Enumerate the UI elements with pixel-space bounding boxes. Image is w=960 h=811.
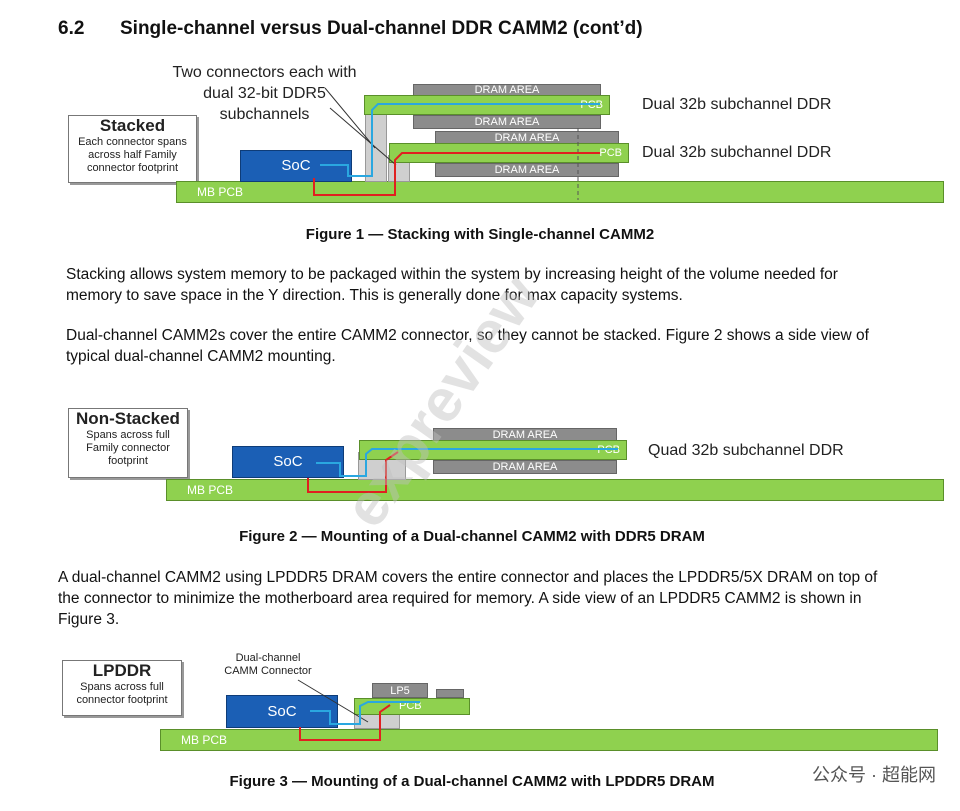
fig3-box-title: LPDDR	[92, 661, 152, 680]
section-title: Single-channel versus Dual-channel DDR C…	[120, 18, 643, 39]
fig2-box-subtitle: Spans across full Family connector footp…	[86, 429, 170, 467]
fig1-connector-upper	[365, 104, 387, 182]
section-number: 6.2	[58, 18, 85, 39]
fig1-box-title: Stacked	[99, 116, 166, 135]
fig2-mb-pcb: MB PCB	[166, 479, 944, 501]
fig3-pcb: PCB	[354, 698, 470, 715]
figure-1-caption: Figure 1 — Stacking with Single-channel …	[305, 226, 655, 243]
fig1-lower-pcb: PCB	[389, 143, 629, 163]
figure-3-caption: Figure 3 — Mounting of a Dual-channel CA…	[229, 773, 715, 790]
fig1-dram-area-4: DRAM AREA	[435, 163, 619, 177]
fig3-box-subtitle: Spans across full connector footprint	[76, 681, 168, 706]
paragraph-lpddr5: A dual-channel CAMM2 using LPDDR5 DRAM c…	[58, 569, 878, 628]
fig3-mb-pcb: MB PCB	[160, 729, 938, 751]
fig1-upper-pcb: PCB	[364, 95, 610, 115]
footer-watermark: 公众号 · 超能网	[812, 765, 936, 785]
paragraph-stacking: Stacking allows system memory to be pack…	[66, 266, 838, 304]
fig1-dram-area-2: DRAM AREA	[413, 115, 601, 129]
figure-2-caption: Figure 2 — Mounting of a Dual-channel CA…	[239, 528, 705, 545]
fig2-nonstacked-box: Non-Stacked Spans across full Family con…	[68, 408, 188, 478]
fig1-soc: SoC	[240, 150, 352, 182]
fig1-stacked-box: Stacked Each connector spans across half…	[68, 115, 197, 183]
fig3-soc: SoC	[226, 695, 338, 728]
paragraph-dual-channel: Dual-channel CAMM2s cover the entire CAM…	[66, 327, 869, 365]
fig2-dram-area-2: DRAM AREA	[433, 460, 617, 474]
fig1-label-bottom: Dual 32b subchannel DDR	[642, 144, 832, 161]
fig1-mb-pcb: MB PCB	[176, 181, 944, 203]
fig3-lp5-extra	[436, 689, 464, 698]
section-heading: 6.2 Single-channel versus Dual-channel DD…	[58, 18, 643, 40]
fig3-lpddr-box: LPDDR Spans across full connector footpr…	[62, 660, 182, 716]
fig2-soc: SoC	[232, 446, 344, 478]
fig3-lp5: LP5	[372, 683, 428, 698]
fig1-box-subtitle: Each connector spans across half Family …	[78, 136, 187, 174]
fig2-label: Quad 32b subchannel DDR	[648, 442, 844, 459]
fig1-label-top: Dual 32b subchannel DDR	[642, 96, 832, 113]
fig3-connector-callout: Dual-channel CAMM Connector	[224, 652, 312, 677]
fig2-box-title: Non-Stacked	[76, 409, 180, 428]
fig1-callout: Two connectors each with dual 32-bit DDR…	[172, 64, 357, 123]
